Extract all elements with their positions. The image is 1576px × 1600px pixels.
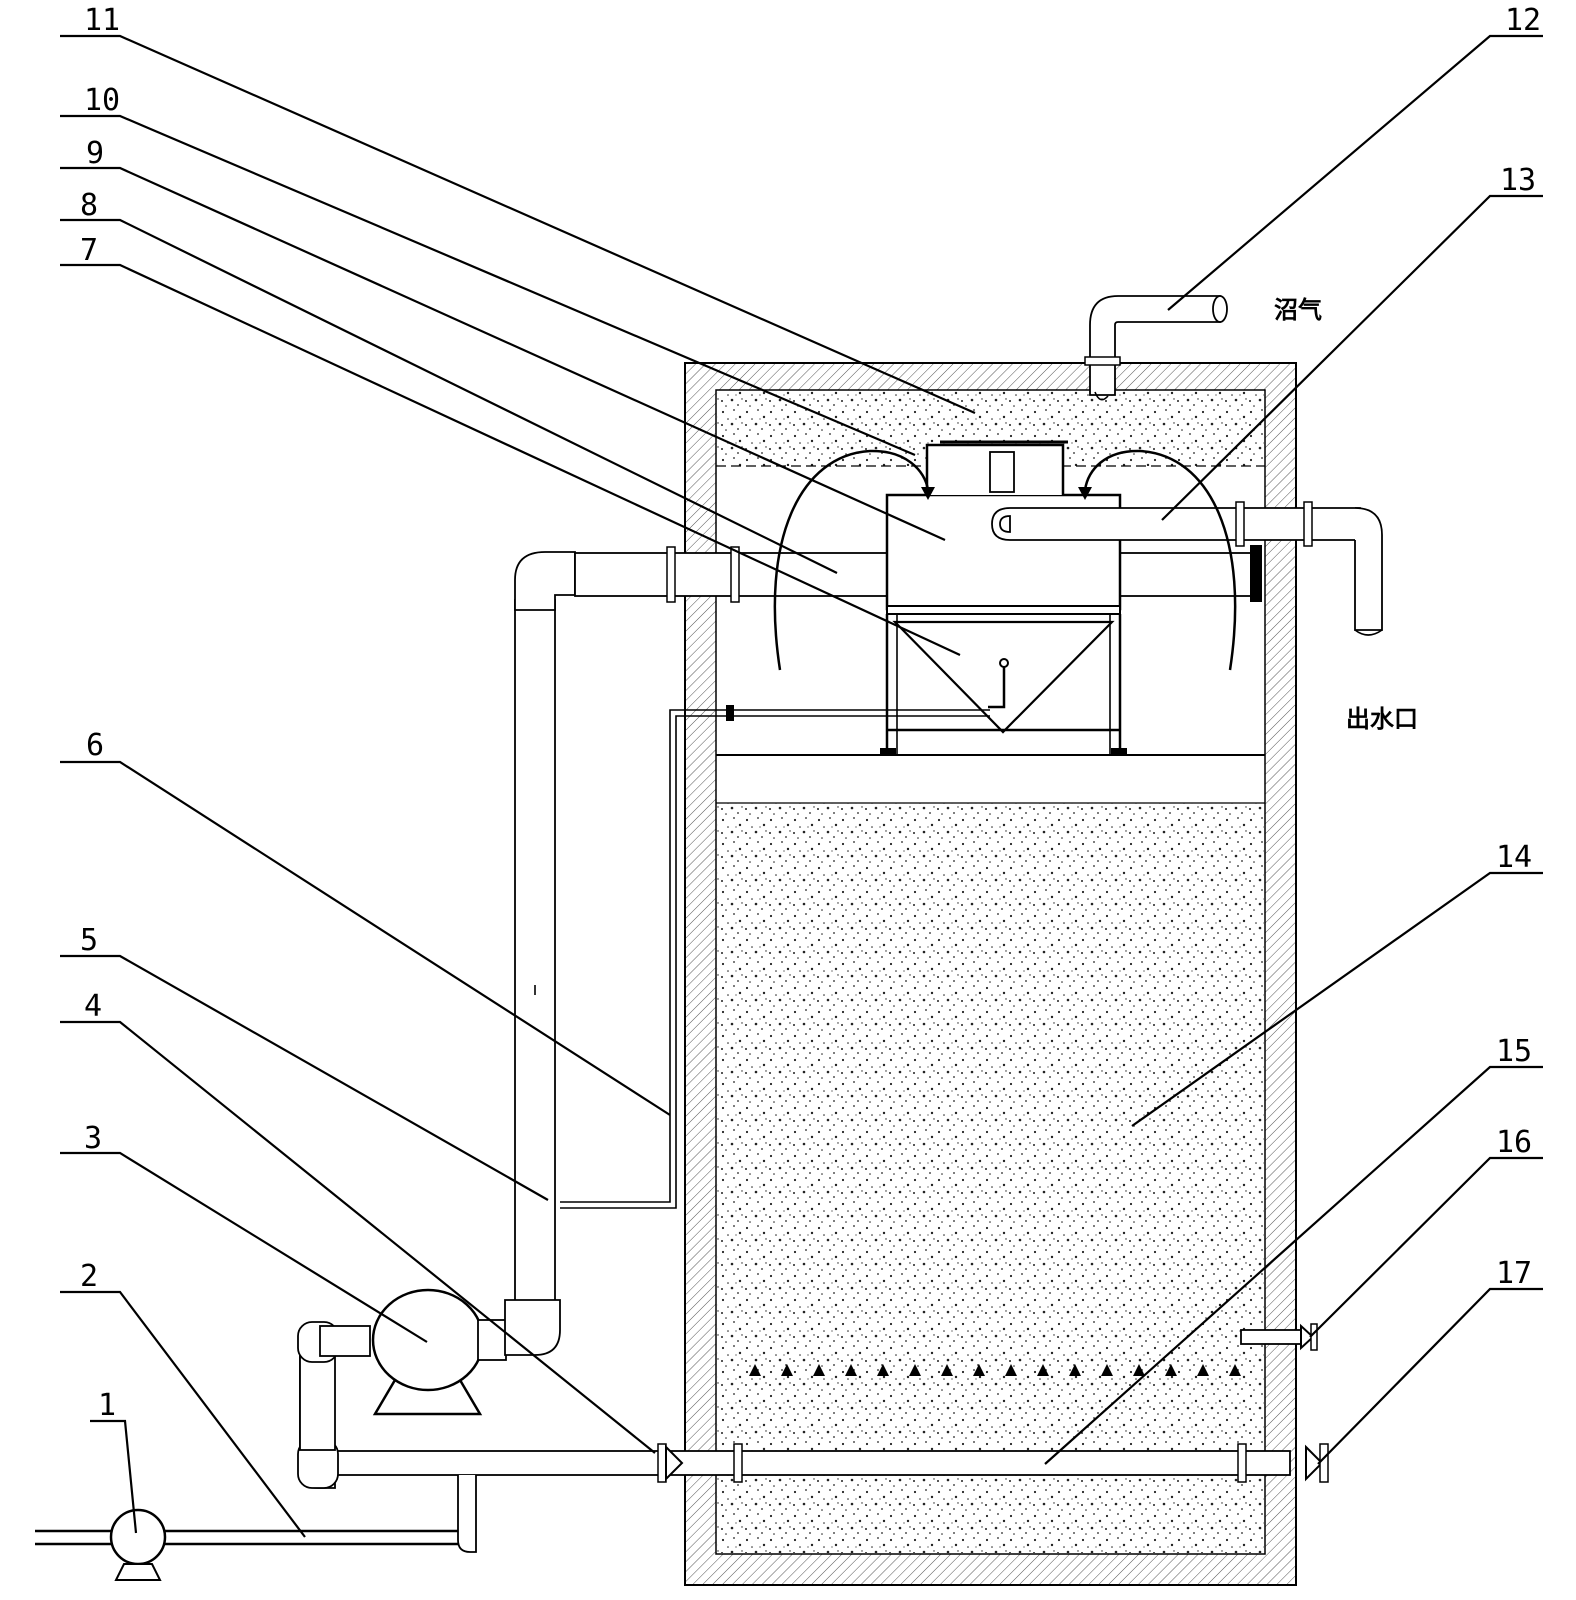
outlet-label: 出水口: [1346, 705, 1418, 733]
label-12: 12: [1505, 3, 1541, 38]
distribution-arrows: [749, 1364, 1241, 1376]
label-10: 10: [84, 83, 120, 118]
label-13: 13: [1500, 163, 1536, 198]
label-3: 3: [84, 1121, 102, 1156]
label-7: 7: [80, 233, 98, 268]
label-8: 8: [80, 188, 98, 223]
label-9: 9: [86, 136, 104, 171]
number-labels: 11 10 9 8 7 6 5 4 3 2 1 12 13 14 15 16 1…: [80, 3, 1541, 1423]
suction-pipe: [297, 1321, 371, 1489]
outlet-pipe: [991, 501, 1383, 636]
label-14: 14: [1496, 840, 1532, 875]
separator-inlet-pipe: [574, 545, 1262, 603]
reflux-pipe: [560, 705, 990, 1209]
sludge-bed: [717, 803, 1264, 1553]
bottom-distribution-pipe: [329, 1443, 1329, 1483]
label-16: 16: [1496, 1125, 1532, 1160]
label-5: 5: [80, 923, 98, 958]
label-2: 2: [80, 1259, 98, 1294]
riser-pipe: [504, 551, 576, 1356]
circulation-pump: [371, 1288, 507, 1416]
label-17: 17: [1496, 1256, 1532, 1291]
label-4: 4: [84, 989, 102, 1024]
label-6: 6: [86, 728, 104, 763]
biogas-pipe: [1084, 295, 1228, 401]
flow-arcs: [773, 449, 1237, 671]
inlet-pump: [35, 1508, 470, 1581]
label-1: 1: [98, 1388, 116, 1423]
sampling-valve: [1240, 1323, 1318, 1351]
label-15: 15: [1496, 1034, 1532, 1069]
leader-lines: [60, 34, 1543, 1538]
inlet-pipe: [457, 1475, 477, 1553]
biogas-label: 沼气: [1274, 296, 1322, 324]
label-11: 11: [84, 3, 120, 38]
